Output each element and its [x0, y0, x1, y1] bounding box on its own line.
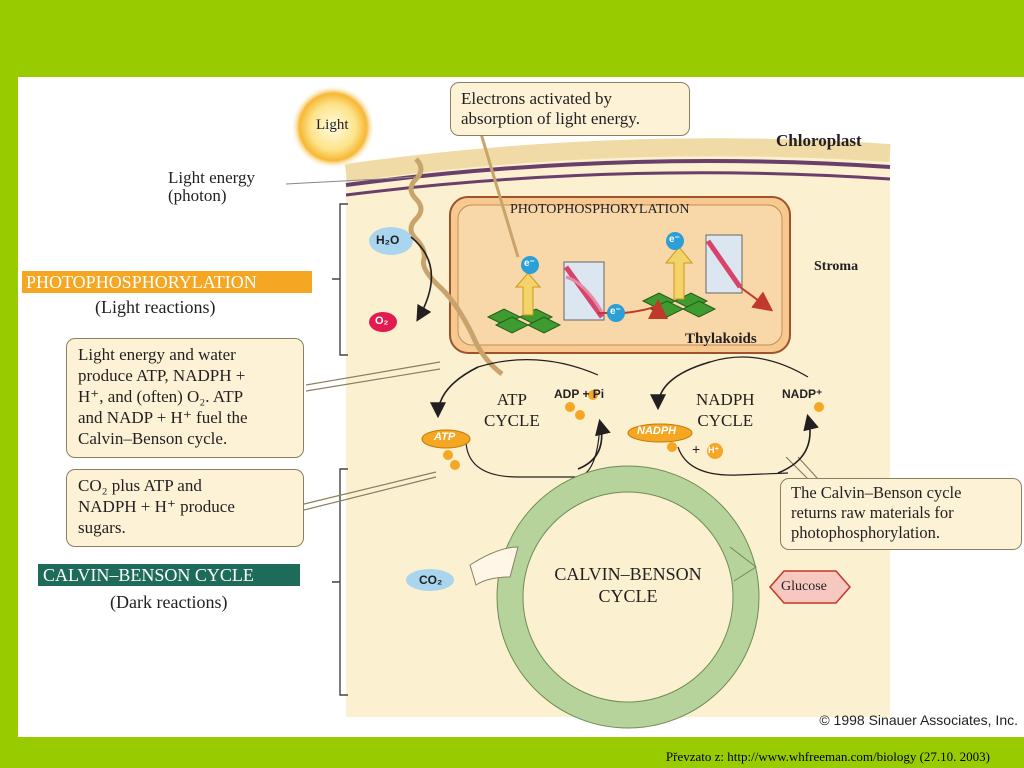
inner-membrane [345, 159, 891, 187]
photosystem-1 [486, 308, 562, 334]
thylakoids-label: Thylakoids [685, 331, 757, 347]
photophosphorylation-banner: PHOTOPHOSPHORYLATION [22, 271, 312, 293]
atp-cycle-label: ATP CYCLE [484, 390, 540, 430]
dark-reactions-label: (Dark reactions) [110, 592, 228, 612]
sun-label: Light [316, 117, 349, 133]
h-plus-token-label: H⁺ [708, 445, 720, 455]
electron-2: e⁻ [610, 306, 621, 317]
photon-wave [408, 157, 504, 376]
h2o-label: H₂O [376, 233, 400, 247]
calvin-ring [497, 466, 759, 728]
box-raw-materials: The Calvin–Benson cycle returns raw mate… [780, 478, 1022, 550]
co2-label: CO₂ [419, 573, 443, 587]
source-footer: Převzato z: http://www.whfreeman.com/bio… [665, 749, 990, 764]
calvin-benson-banner: CALVIN–BENSON CYCLE [38, 564, 300, 586]
plus-sign: + [692, 441, 701, 457]
box-co2-text: CO₂ plus ATP and NADPH + H⁺ produce suga… [78, 476, 235, 537]
slide-panel: Light Light energy (photon) Electrons ac… [18, 77, 1024, 737]
box-raw-materials-text: The Calvin–Benson cycle returns raw mate… [791, 483, 962, 542]
calvin-benson-banner-text: CALVIN–BENSON CYCLE [43, 565, 254, 585]
box-light-energy: Light energy and water produce ATP, NADP… [66, 338, 304, 458]
electron-3: e⁻ [669, 234, 680, 245]
sun [291, 85, 375, 169]
electron-1: e⁻ [524, 258, 535, 269]
copyright-label: © 1998 Sinauer Associates, Inc. [819, 712, 1018, 728]
callout-electrons-text: Electrons activated by absorption of lig… [461, 89, 640, 128]
thylakoid-title: PHOTOPHOSPHORYLATION [510, 202, 690, 217]
light-energy-label: Light energy (photon) [168, 168, 256, 205]
box-co2: CO₂ plus ATP and NADPH + H⁺ produce suga… [66, 469, 304, 547]
stroma-label: Stroma [814, 259, 859, 274]
o2-label: O₂ [375, 315, 389, 327]
box-light-energy-text: Light energy and water produce ATP, NADP… [78, 345, 248, 448]
chloroplast-label: Chloroplast [776, 131, 862, 150]
light-reactions-label: (Light reactions) [95, 297, 216, 317]
callout-electrons-box: Electrons activated by absorption of lig… [450, 82, 690, 136]
nadp-plus-label: NADP⁺ [782, 387, 823, 401]
nadph-cycle-label: NADPH CYCLE [696, 390, 755, 430]
photophosphorylation-banner-text: PHOTOPHOSPHORYLATION [26, 272, 257, 292]
atp-token-label: ATP [434, 431, 456, 443]
glucose-shape [769, 570, 851, 604]
glucose-label: Glucose [781, 579, 827, 594]
calvin-center-label: CALVIN–BENSON CYCLE [554, 564, 702, 606]
diagram-artwork [285, 85, 891, 729]
nadph-token-label: NADPH [637, 425, 677, 437]
adp-pi-label: ADP + Pi [554, 387, 605, 401]
